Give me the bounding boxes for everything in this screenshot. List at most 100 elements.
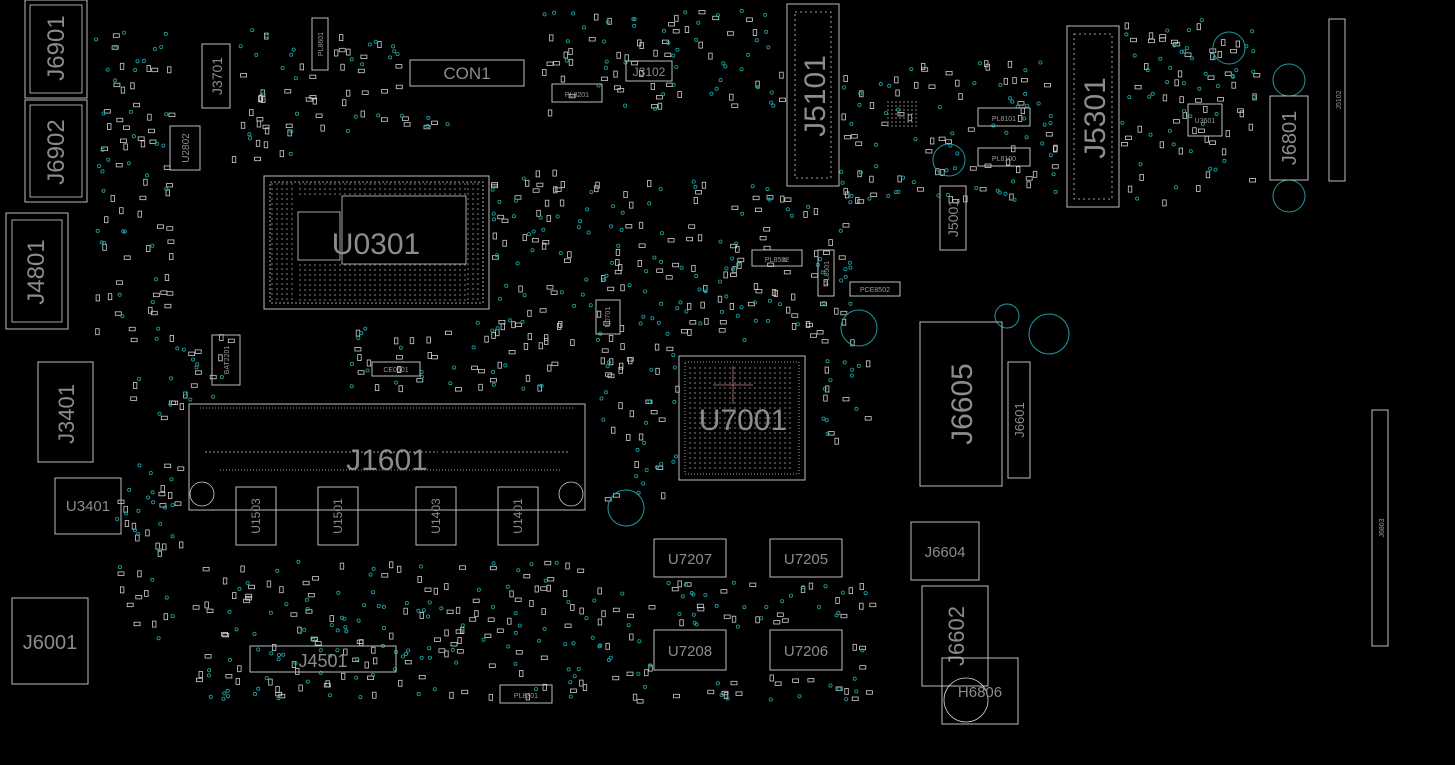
bga-ball [764, 432, 766, 434]
bga-ball [739, 382, 741, 384]
bga-ball [714, 392, 716, 394]
pad [648, 605, 656, 610]
bga-ball [439, 188, 441, 190]
bga-ball [459, 294, 461, 296]
pad [295, 668, 300, 675]
via [821, 416, 826, 421]
via [755, 85, 760, 90]
bga-ball [384, 294, 386, 296]
bga-ball [291, 223, 293, 225]
via [344, 629, 349, 634]
bga-ball [449, 188, 451, 190]
via [742, 337, 747, 342]
bga-ball [779, 432, 781, 434]
pad [1021, 78, 1028, 83]
bga-ball [709, 387, 711, 389]
via [293, 661, 298, 666]
bga-ball [271, 193, 273, 195]
via [721, 61, 726, 66]
via [225, 694, 230, 699]
bga-ball [291, 203, 293, 205]
via [571, 641, 576, 646]
pad [570, 339, 575, 347]
pad [279, 150, 285, 158]
via [671, 82, 676, 87]
bga-ball [887, 117, 889, 119]
via [1213, 167, 1218, 172]
via [627, 283, 632, 288]
pad [594, 185, 599, 193]
pad [698, 41, 703, 49]
pad [869, 175, 874, 183]
bga-ball [699, 452, 701, 454]
bga-ball [714, 372, 716, 374]
via [655, 465, 660, 470]
pad [1011, 145, 1016, 153]
bga-ball [444, 289, 446, 291]
via [1135, 196, 1140, 201]
bga-ball [319, 269, 321, 271]
via [911, 180, 916, 185]
bga-ball [286, 273, 288, 275]
bga-ball [769, 467, 771, 469]
pad [527, 333, 532, 341]
label-U7206: U7206 [784, 643, 828, 660]
bga-ball [689, 442, 691, 444]
pad [731, 103, 739, 108]
bga-ball [779, 372, 781, 374]
label-PL8601: PL8601 [318, 32, 325, 56]
bga-ball [699, 427, 701, 429]
bga-ball [744, 422, 746, 424]
bga-ball [895, 101, 897, 103]
pad [595, 181, 600, 189]
connector-J3401: J3401 [37, 361, 94, 463]
bga-ball [709, 417, 711, 419]
chip-U1503: U1503 [235, 486, 277, 546]
bga-ball [477, 278, 479, 280]
pad [597, 587, 602, 595]
via [763, 12, 768, 17]
connector-J6902: J6902 [24, 99, 88, 203]
pad [261, 96, 266, 103]
bga-ball [899, 105, 901, 107]
pad [1125, 135, 1132, 141]
bga-ball [714, 442, 716, 444]
pad [204, 654, 212, 659]
via [541, 227, 546, 232]
bga-ball [414, 193, 416, 195]
bga-ball [724, 402, 726, 404]
bga-ball [464, 193, 466, 195]
pad [132, 382, 138, 389]
via [284, 602, 289, 607]
bga-ball [779, 422, 781, 424]
bga-ball [286, 243, 288, 245]
bga-ball [784, 457, 786, 459]
pad [160, 485, 165, 492]
bga-ball [734, 452, 736, 454]
bga-ball [464, 284, 466, 286]
bga-ball [276, 228, 278, 230]
via [867, 196, 872, 201]
bga-ball [784, 427, 786, 429]
bga-ball [459, 274, 461, 276]
via [848, 200, 853, 205]
via [252, 691, 257, 696]
bga-ball [477, 288, 479, 290]
via [1188, 149, 1193, 154]
pad [262, 124, 270, 130]
via [1215, 84, 1220, 89]
pad [656, 95, 663, 100]
bga-ball [314, 269, 316, 271]
pad [222, 633, 230, 638]
via [150, 490, 155, 495]
bga-ball [384, 264, 386, 266]
pad [607, 17, 612, 25]
via [404, 601, 409, 606]
bga-ball [891, 101, 893, 103]
pad [1124, 22, 1129, 30]
bga-ball [276, 203, 278, 205]
pad [461, 689, 469, 695]
pad [338, 47, 346, 53]
bga-ball [739, 372, 741, 374]
pad [377, 41, 382, 48]
